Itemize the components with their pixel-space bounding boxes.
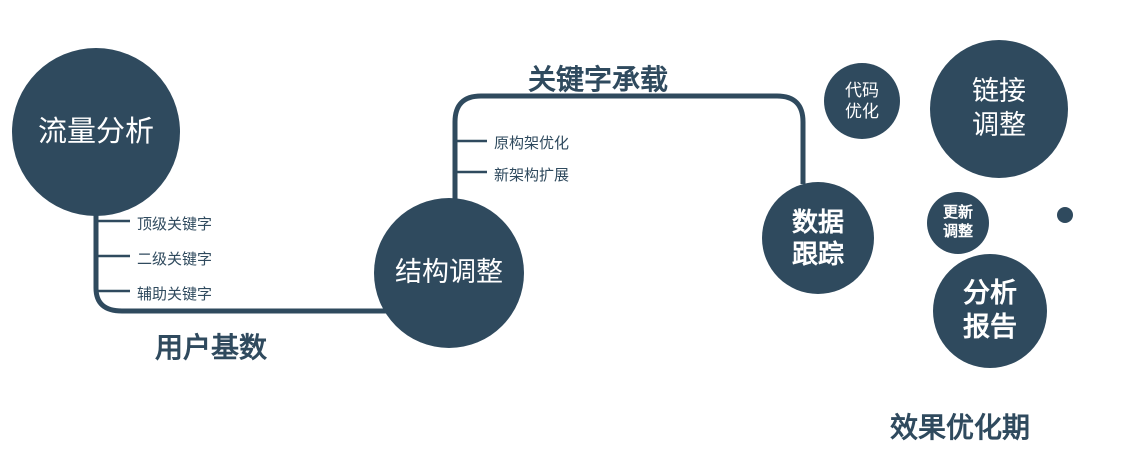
node-update-adjustment: 更新 调整	[927, 192, 989, 254]
node-label-line2: 调整	[942, 223, 973, 240]
node-label-line1: 更新	[942, 204, 973, 222]
connector-path-keyword-load	[452, 93, 806, 204]
node-label-line2: 优化	[845, 102, 879, 121]
node-data-tracking: 数据 跟踪	[762, 182, 874, 294]
branch-label-top-keywords: 顶级关键字	[137, 216, 213, 233]
node-label-line2: 报告	[963, 312, 1017, 342]
node-code-optimization: 代码 优化	[824, 63, 900, 139]
node-label-line1: 分析	[963, 278, 1017, 309]
node-traffic-analysis: 流量分析	[12, 48, 180, 216]
branch-label-new-arch: 新架构扩展	[494, 167, 570, 184]
branch-label-second-keywords: 二级关键字	[137, 251, 213, 268]
caption-effect-optimization: 效果优化期	[890, 412, 1031, 443]
dot-marker	[1057, 207, 1073, 223]
node-label-line1: 数据	[791, 206, 844, 237]
node-label-line1: 链接	[972, 76, 1026, 107]
edge-label-user-base: 用户基数	[155, 332, 268, 363]
connector-path-user-base	[93, 200, 392, 314]
node-label-line1: 代码	[845, 80, 879, 100]
edge-label-keyword-load: 关键字承载	[528, 64, 669, 95]
node-label-line2: 跟踪	[791, 239, 844, 269]
node-structure-adjust: 结构调整	[374, 198, 524, 348]
node-analysis-report: 分析 报告	[933, 254, 1047, 368]
node-label: 结构调整	[395, 257, 503, 288]
node-link-adjustment: 链接 调整	[930, 40, 1068, 178]
node-label-line2: 调整	[972, 110, 1026, 140]
node-label: 流量分析	[37, 115, 154, 148]
branch-label-aux-keywords: 辅助关键字	[137, 286, 213, 303]
branch-label-original-arch: 原构架优化	[494, 135, 570, 152]
